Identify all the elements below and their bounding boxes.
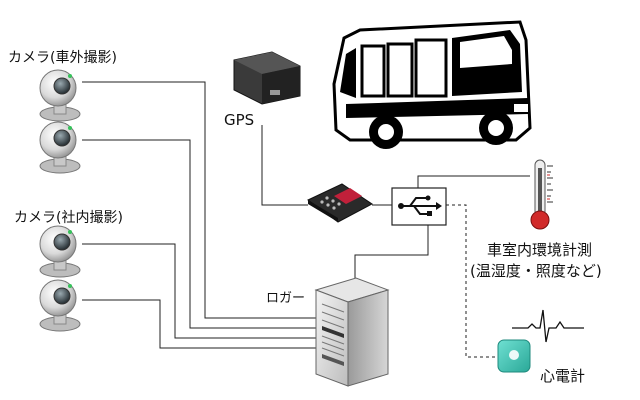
thermometer-icon	[530, 159, 553, 230]
ecg-wave-icon	[512, 309, 584, 343]
ecg-label: 心電計	[540, 367, 585, 385]
camera-interior-label: カメラ(社内撮影)	[14, 209, 123, 226]
gps-device	[233, 51, 301, 105]
camera-3	[39, 225, 81, 278]
ecg-device	[497, 339, 531, 373]
camera-4	[39, 279, 81, 332]
wire-gps	[261, 125, 308, 206]
wire-camera-4	[82, 299, 320, 349]
wire-camera-3	[82, 243, 320, 339]
usb-icon	[398, 195, 442, 216]
wire-usb-thermo	[417, 175, 530, 188]
wires	[82, 81, 530, 358]
usb-hub	[391, 187, 447, 226]
wire-camera-2	[82, 139, 320, 329]
handheld-device	[307, 183, 373, 223]
logger-label: ロガー	[266, 291, 305, 306]
wire-camera-1	[82, 81, 320, 319]
env-sensor-label-2: (温湿度・照度など)	[470, 262, 602, 280]
gps-label: GPS	[224, 111, 254, 129]
camera-1	[39, 69, 81, 122]
camera-2	[39, 121, 81, 174]
wire-usb-ecg	[446, 204, 498, 358]
logger-tower	[314, 277, 390, 387]
env-sensor-label-1: 車室内環境計測	[487, 241, 592, 259]
camera-exterior-label: カメラ(車外撮影)	[8, 49, 117, 66]
wire-usb-logger	[354, 225, 429, 282]
bus-icon	[332, 20, 532, 149]
